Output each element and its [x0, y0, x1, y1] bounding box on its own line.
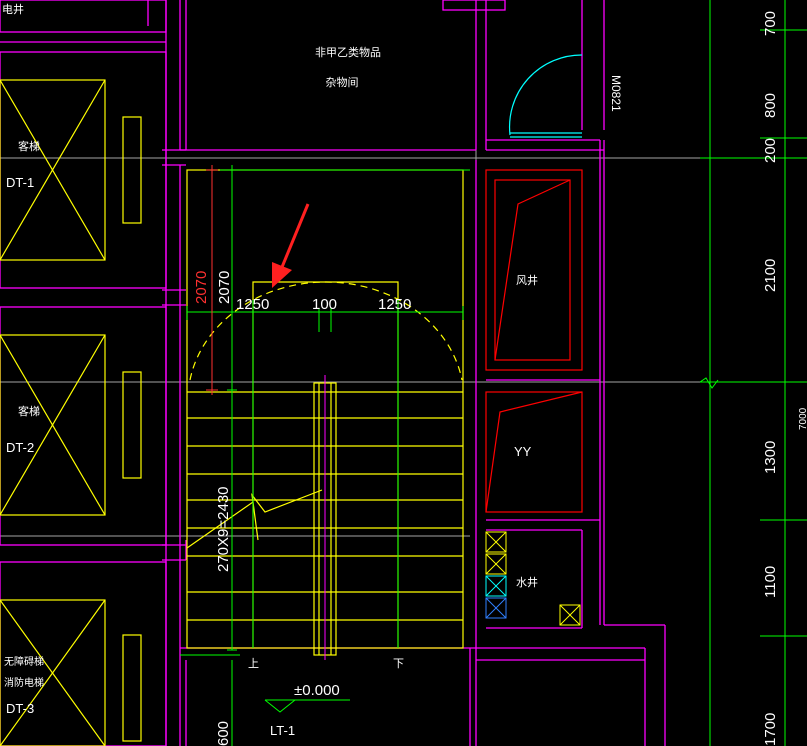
- landing-arc: [189, 281, 463, 381]
- dim-break-symbol: [699, 377, 719, 389]
- dim-right-6: 1700: [762, 713, 779, 746]
- label-stair-down: 下: [393, 657, 404, 670]
- dim-right-5: 1100: [762, 566, 779, 598]
- label-room-line1: 非甲乙类物品: [315, 45, 381, 59]
- elevator-counterweight-1: [122, 116, 142, 224]
- label-elevator3-code: DT-3: [6, 701, 34, 716]
- walls: [0, 0, 666, 746]
- label-elevator3-name1: 无障碍梯: [4, 655, 44, 668]
- door-swing: [508, 54, 583, 138]
- dim-left-width: 1250: [236, 296, 269, 313]
- elevator-car-2: [0, 334, 106, 516]
- water-shaft-boxes: [485, 531, 581, 626]
- label-wind-shaft: 风井: [516, 273, 538, 287]
- label-elevator1-name: 客梯: [18, 139, 40, 153]
- dim-landing-red: 2070: [193, 271, 210, 304]
- stair-break-line: [186, 489, 323, 549]
- dim-right-0: 700: [762, 11, 779, 36]
- shafts: [485, 169, 583, 513]
- dim-right-3: 2100: [762, 259, 779, 292]
- label-stair-tag: LT-1: [270, 723, 295, 738]
- wind-shaft: [485, 169, 583, 371]
- elevator-car-1: [0, 79, 106, 261]
- elevator-counterweight-2: [122, 371, 142, 479]
- elevator-counterweight-3: [122, 634, 142, 742]
- label-elevator2-code: DT-2: [6, 440, 34, 455]
- dim-gap: 100: [312, 296, 337, 313]
- label-elevator2-name: 客梯: [18, 404, 40, 418]
- red-arrow: [272, 203, 310, 288]
- label-elevator1-code: DT-1: [6, 175, 34, 190]
- elevator-car-3: [0, 599, 106, 746]
- elevator-cars: [0, 79, 142, 746]
- label-yy-shaft: YY: [514, 444, 532, 459]
- label-level: ±0.000: [294, 682, 340, 699]
- dim-right-2: 200: [762, 138, 779, 163]
- dim-right-width: 1250: [378, 296, 411, 313]
- dimension-lines: [180, 0, 807, 746]
- label-electric-shaft: 电井: [2, 2, 24, 16]
- dim-right-4: 1300: [762, 441, 779, 474]
- label-stair-up: 上: [248, 657, 259, 670]
- dim-right-edge: 7000: [798, 407, 807, 430]
- dim-bottom-left: 600: [215, 721, 232, 746]
- dim-landing: 2070: [216, 271, 233, 304]
- label-water-shaft: 水井: [516, 575, 538, 589]
- dim-treads: 270X9=2430: [215, 486, 232, 572]
- dim-right-1: 800: [762, 93, 779, 118]
- label-room-line2: 杂物间: [326, 75, 359, 89]
- label-elevator3-name2: 消防电梯: [4, 676, 44, 689]
- label-door-code: M0821: [609, 75, 623, 112]
- red-dimension: [206, 165, 218, 395]
- yy-shaft: [485, 391, 583, 513]
